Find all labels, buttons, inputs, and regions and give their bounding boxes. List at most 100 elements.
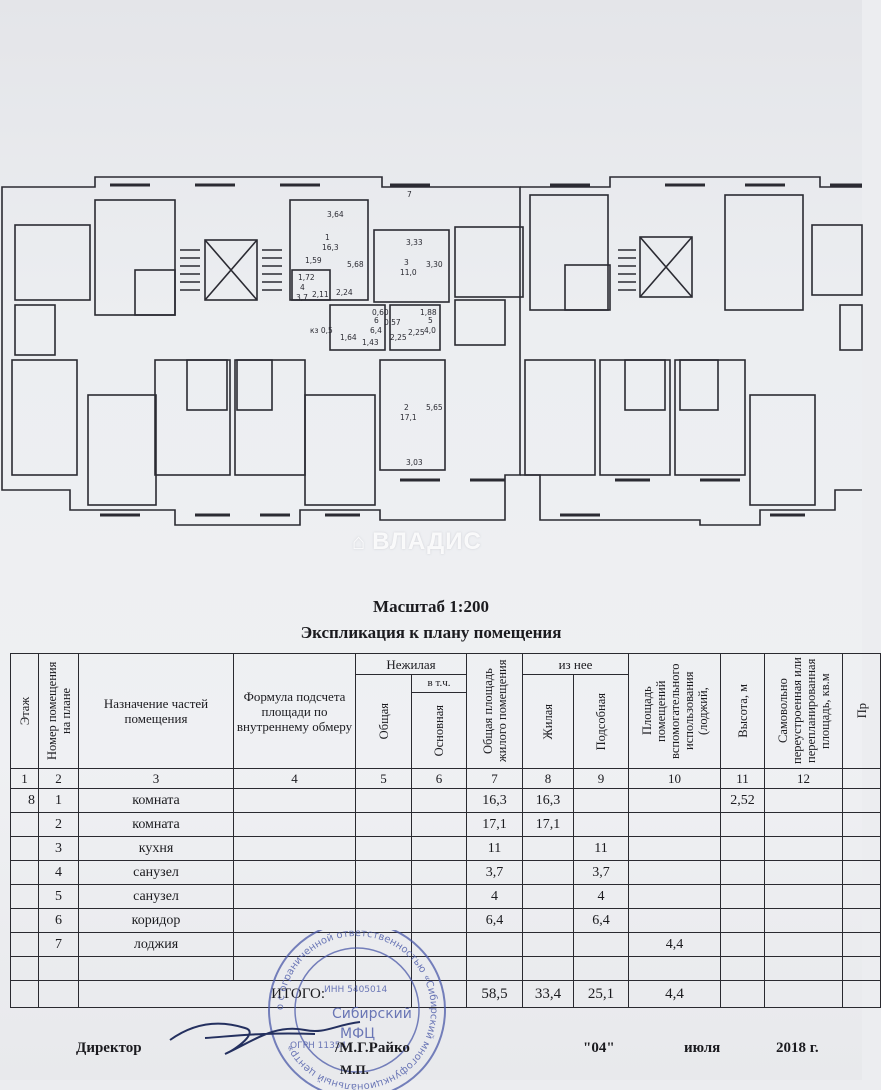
plan-dim-225a: 2,25 (408, 328, 425, 337)
plan-label-r4-area: 3,7 (296, 293, 308, 302)
cell-etazh: 8 (10, 788, 39, 813)
hdr-self: Самовольно переустроенная или перепланир… (764, 653, 843, 769)
plan-room-6 (329, 304, 386, 351)
cell-height: 2,52 (720, 788, 765, 813)
plan-lift-right (639, 236, 693, 298)
hdr-osnovnaya: Основная (411, 692, 467, 769)
cell-height (720, 884, 765, 909)
cell-name: санузел (78, 860, 234, 885)
plan-label-r1-num: 1 (325, 233, 330, 242)
plan-label-r3-num: 3 (404, 258, 409, 267)
totals-row: ИТОГО: 58,5 33,4 25,1 4,4 (10, 980, 881, 1008)
cell-etazh (10, 812, 39, 837)
cell-name: коридор (78, 908, 234, 933)
cell-living (522, 884, 574, 909)
plan-room-right-c (811, 224, 863, 296)
plan-dim-225b: 2,25 (390, 333, 407, 342)
cell-self (764, 884, 843, 909)
hdr-height: Высота, м (720, 653, 765, 769)
cell-formula (233, 908, 356, 933)
plan-dim-kk: кз 0,5 (310, 326, 333, 335)
plan-dim-211: 2,11 (312, 290, 329, 299)
cell-nonres-main (411, 884, 467, 909)
plan-room-m6 (236, 359, 273, 411)
plan-room-right-a (529, 194, 609, 311)
plan-dim-164: 1,64 (340, 333, 357, 342)
cell-nonres-main (411, 836, 467, 861)
cell-room-no: 2 (38, 812, 79, 837)
plan-label-r5-area: 4,0 (424, 326, 436, 335)
cell-formula (233, 812, 356, 837)
hdr-vtch: в т.ч. (411, 674, 467, 693)
cell-loggia (628, 956, 721, 981)
plan-dim-565: 5,65 (426, 403, 443, 412)
cell-total-area: 16,3 (466, 788, 523, 813)
cell-pr (842, 860, 881, 885)
plan-dim-172: 1,72 (298, 273, 315, 282)
totals-aux-room: 25,1 (573, 980, 629, 1008)
hdr-iz-nee: из нее (522, 653, 629, 675)
plan-outer-wall-left (1, 176, 521, 526)
cell-self (764, 812, 843, 837)
cell-loggia (628, 788, 721, 813)
cell-pr (842, 908, 881, 933)
cell-loggia: 4,4 (628, 932, 721, 957)
plan-lift-left (204, 239, 258, 301)
cell-total-area: 6,4 (466, 908, 523, 933)
cell-living: 16,3 (522, 788, 574, 813)
cell-pr (842, 836, 881, 861)
plan-room-m4 (304, 394, 376, 506)
cell-nonres-total (355, 860, 412, 885)
cell-nonres-total (355, 932, 412, 957)
cell-nonres-total (355, 788, 412, 813)
plan-label-r6-num: 6 (374, 316, 379, 325)
cell-formula (233, 884, 356, 909)
plan-room-m1 (87, 394, 157, 506)
cell-self (764, 788, 843, 813)
plan-dim-333: 3,33 (406, 238, 423, 247)
stamp-ogrn: ОГРН 11354 (290, 1041, 347, 1051)
footer: Директор /М.Г.Райко М.П. "04" июля 2018 … (0, 1040, 862, 1080)
cell-height (720, 860, 765, 885)
stamp-center-2: МФЦ (340, 1026, 375, 1042)
col-num: 4 (233, 768, 356, 789)
totals-label: ИТОГО: (78, 980, 356, 1008)
col-num: 5 (355, 768, 412, 789)
plan-dim-057: 0,57 (384, 318, 401, 327)
plan-windows-bottom (100, 478, 805, 517)
cell-pr (842, 956, 881, 981)
hdr-pr: Пр (842, 653, 881, 769)
plan-dim-303: 3,03 (406, 458, 423, 467)
cell-name: кухня (78, 836, 234, 861)
cell-nonres-main (411, 812, 467, 837)
col-num: 3 (78, 768, 234, 789)
plan-dim-060: 0,60 (372, 308, 389, 317)
signature (169, 1021, 361, 1055)
plan-room-right-j (679, 359, 719, 411)
cell-self (764, 860, 843, 885)
house-icon: ⌂ (352, 529, 367, 554)
cell-formula (233, 932, 356, 957)
cell-self (764, 932, 843, 957)
hdr-etazh: Этаж (10, 653, 39, 769)
plan-label-r6-area: 6,4 (370, 326, 382, 335)
col-num (842, 768, 881, 789)
hdr-nonres: Нежилая (355, 653, 467, 675)
cell-total-area: 11 (466, 836, 523, 861)
footer-year: 2018 г. (776, 1040, 819, 1056)
totals-living: 33,4 (522, 980, 574, 1008)
cell-self (764, 908, 843, 933)
company-stamp: о с ограниченной ответственностью «Сибир… (268, 930, 446, 1090)
plan-room-right-f (674, 359, 746, 476)
plan-label-r4-num: 4 (300, 283, 305, 292)
footer-mp: М.П. (340, 1062, 369, 1077)
cell-aux-room: 6,4 (573, 908, 629, 933)
plan-room-7 (454, 226, 524, 298)
cell-etazh (10, 956, 39, 981)
plan-room-m5 (186, 359, 228, 411)
